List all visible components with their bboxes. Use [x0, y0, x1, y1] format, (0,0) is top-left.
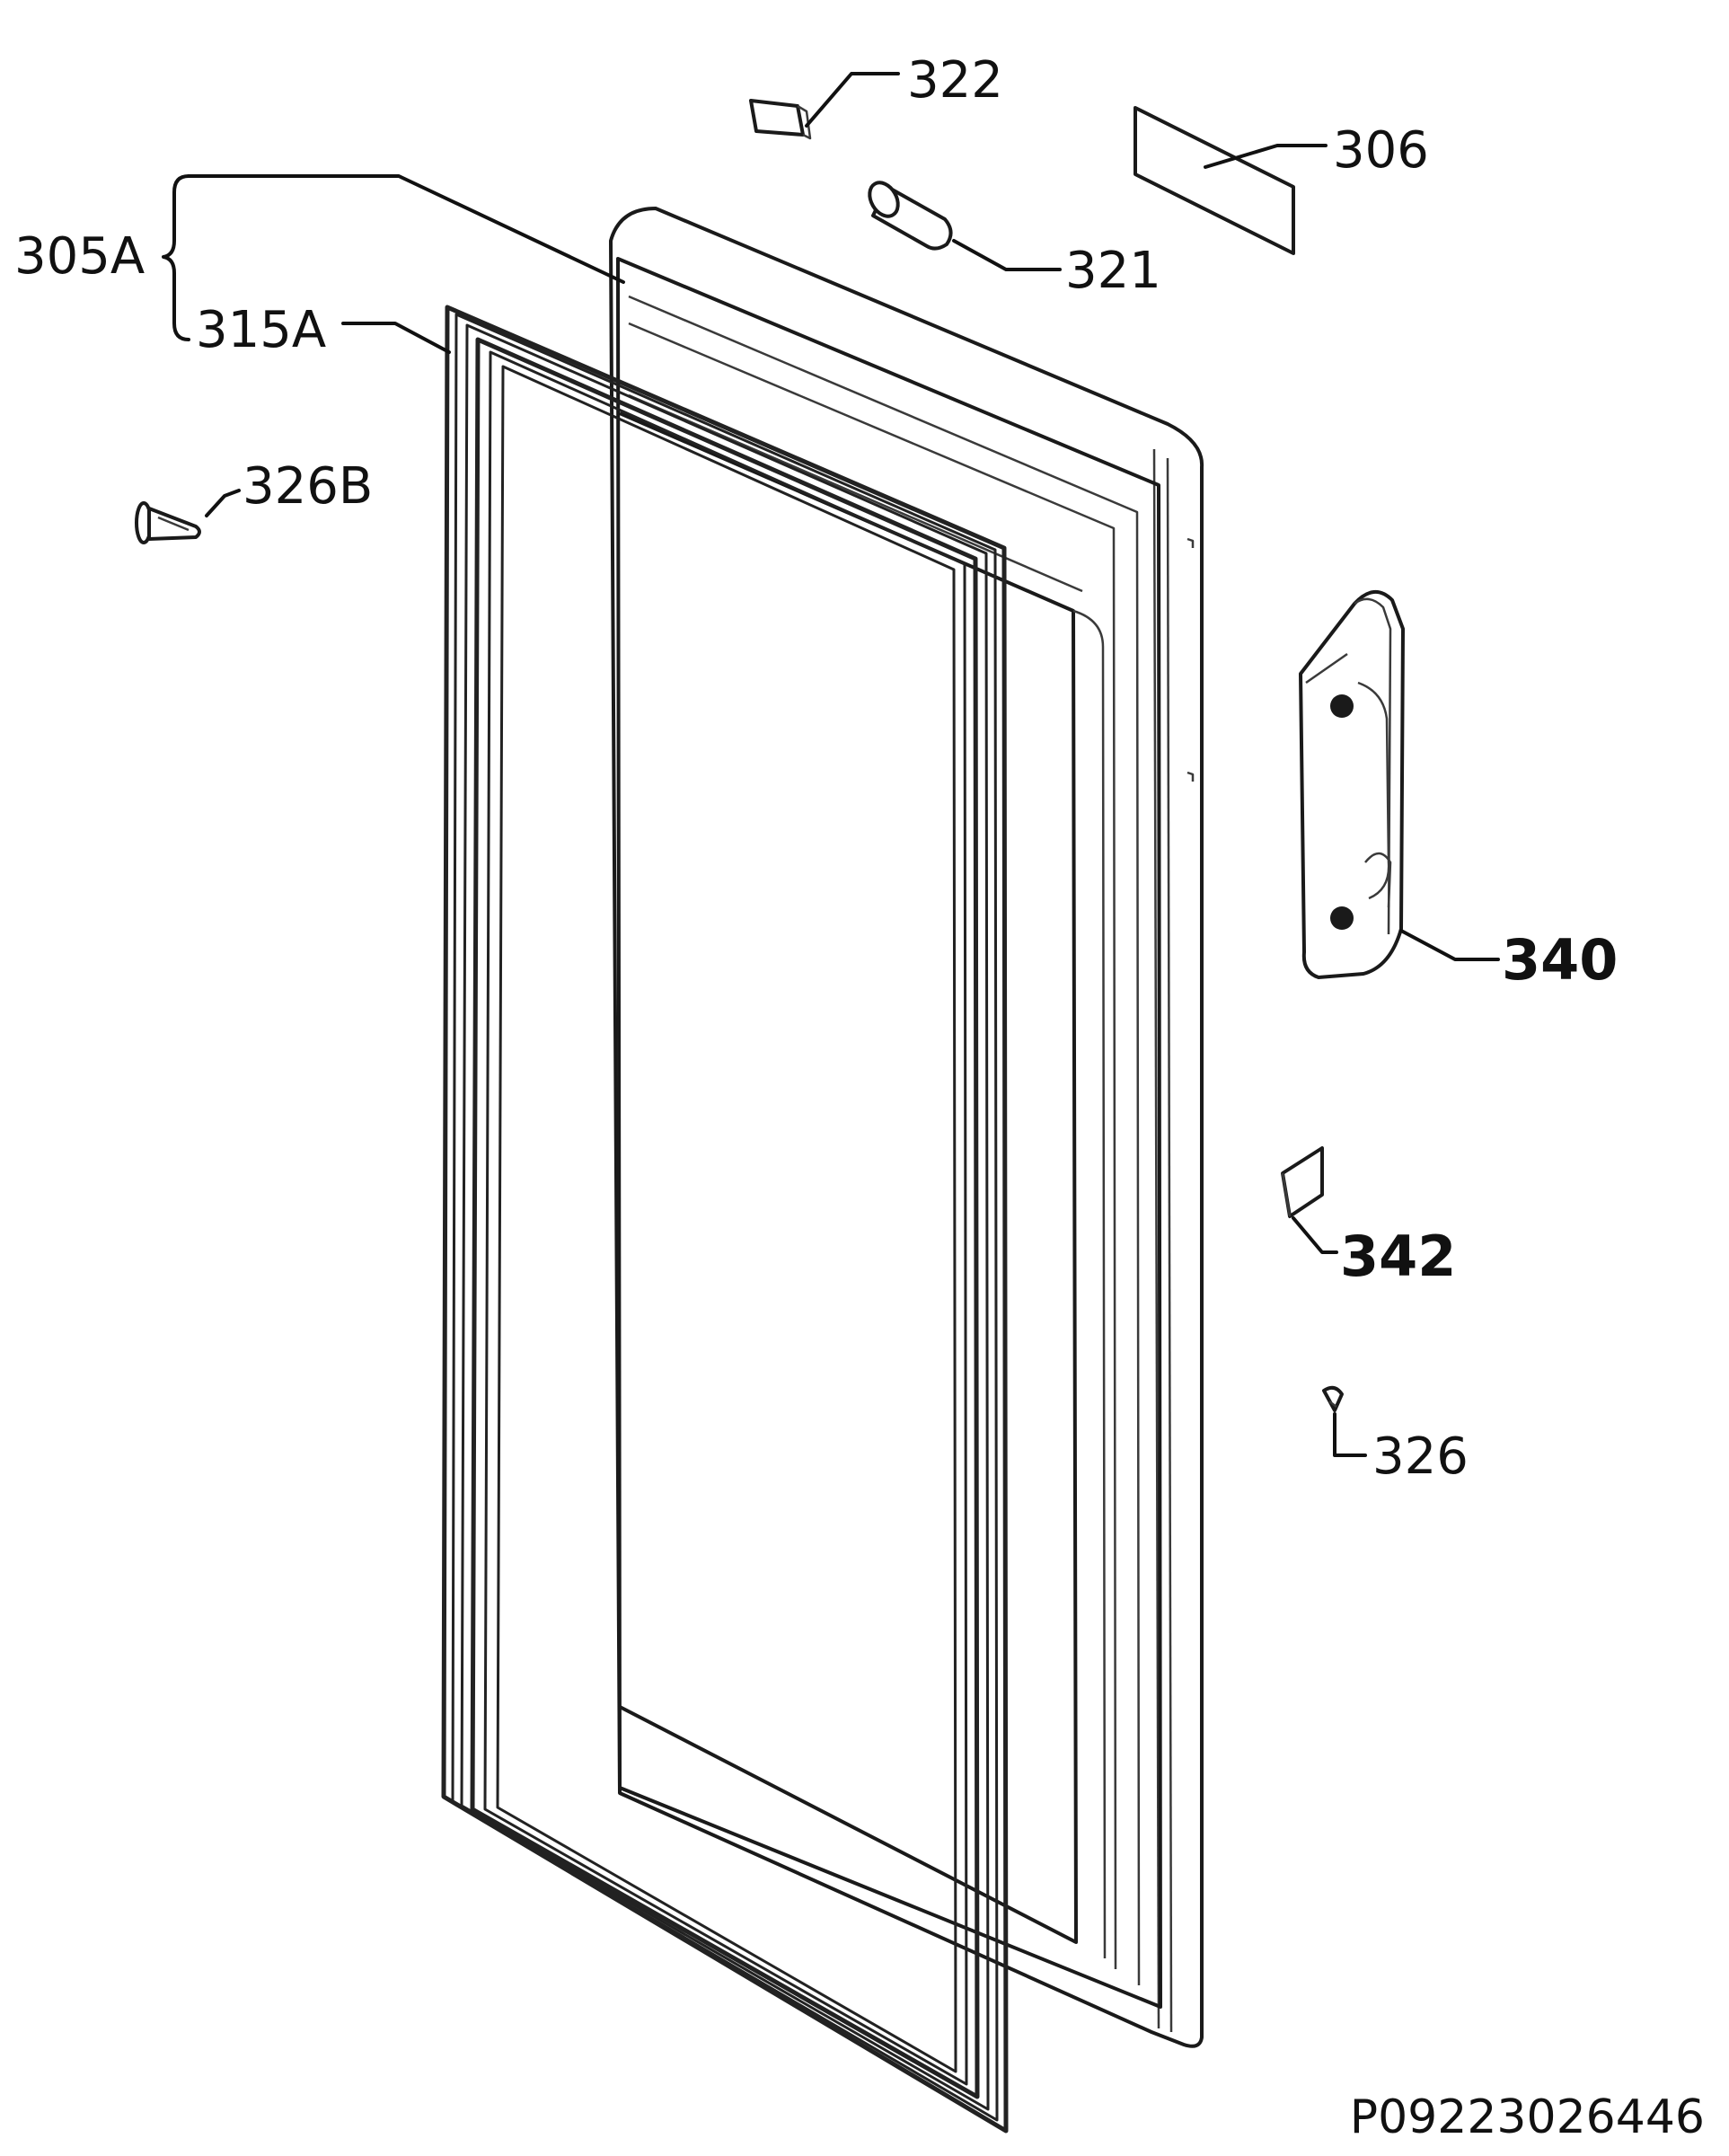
door-gasket: [441, 305, 1009, 2134]
leader-315A: [341, 322, 451, 354]
label-326: 326: [1372, 1427, 1469, 1486]
label-326B: 326B: [243, 457, 373, 516]
leader-321: [952, 239, 1062, 271]
part-342-pad: [1281, 1146, 1324, 1218]
label-321: 321: [1065, 242, 1161, 300]
label-305A: 305A: [14, 227, 145, 286]
leader-306: [1204, 144, 1328, 169]
leader-305A: [187, 174, 625, 284]
leader-340: [1399, 929, 1500, 961]
label-322: 322: [907, 51, 1003, 110]
part-340-handle: [1299, 590, 1405, 979]
label-340: 340: [1502, 927, 1618, 993]
brace-305A-315A: [162, 174, 190, 341]
leader-326B: [205, 489, 241, 517]
label-342: 342: [1340, 1224, 1456, 1289]
part-321-plug: [868, 181, 953, 251]
leader-342: [1292, 1216, 1338, 1254]
leader-322: [805, 72, 900, 128]
document-code: P09223026446: [1350, 2090, 1705, 2144]
part-306-plate: [1134, 106, 1295, 255]
label-306: 306: [1333, 121, 1429, 180]
part-322-block: [749, 99, 812, 140]
leader-326: [1333, 1412, 1367, 1457]
part-326B-rivet: [135, 501, 201, 544]
label-315A: 315A: [196, 301, 326, 359]
part-326-screw: [1322, 1385, 1344, 1412]
door-panel: [609, 207, 1204, 2048]
